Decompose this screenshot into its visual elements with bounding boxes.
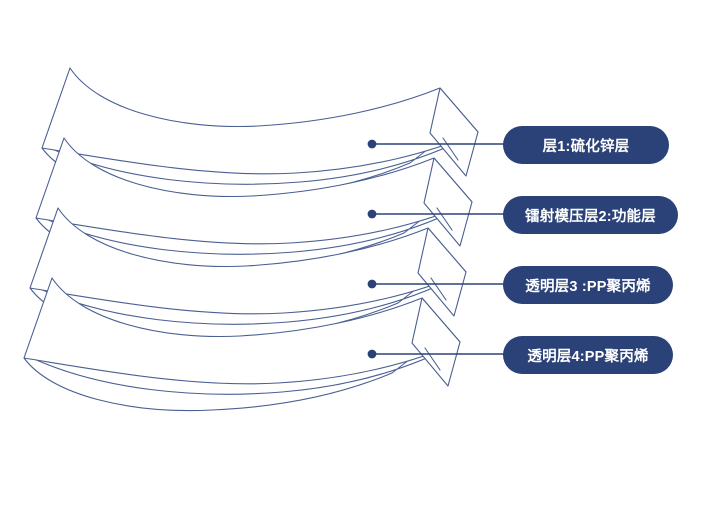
layer-label-1[interactable]: 层1:硫化锌层 (503, 126, 669, 164)
leader-group-2 (367, 209, 512, 219)
sheet-layer-2[interactable] (35, 137, 473, 272)
layer-label-2[interactable]: 镭射模压层2:功能层 (503, 196, 678, 234)
leader-group-3 (367, 279, 512, 289)
leader-dot-2[interactable] (367, 209, 377, 219)
layer-label-1-text: 层1:硫化锌层 (542, 138, 630, 155)
leader-group-1 (367, 139, 512, 149)
sheet-layer-1[interactable] (41, 67, 479, 202)
leader-dot-4[interactable] (367, 349, 377, 359)
layer-label-3-text: 透明层3 :PP聚丙烯 (525, 278, 651, 295)
leader-dot-1[interactable] (367, 139, 377, 149)
leader-dot-3[interactable] (367, 279, 377, 289)
layer-label-3[interactable]: 透明层3 :PP聚丙烯 (503, 266, 673, 304)
layer-label-4-text: 透明层4:PP聚丙烯 (527, 348, 649, 365)
layer-label-2-text: 镭射模压层2:功能层 (525, 208, 656, 225)
leader-group-4 (367, 349, 512, 359)
sheet-layer-4[interactable] (23, 277, 461, 412)
layer-label-4[interactable]: 透明层4:PP聚丙烯 (503, 336, 673, 374)
